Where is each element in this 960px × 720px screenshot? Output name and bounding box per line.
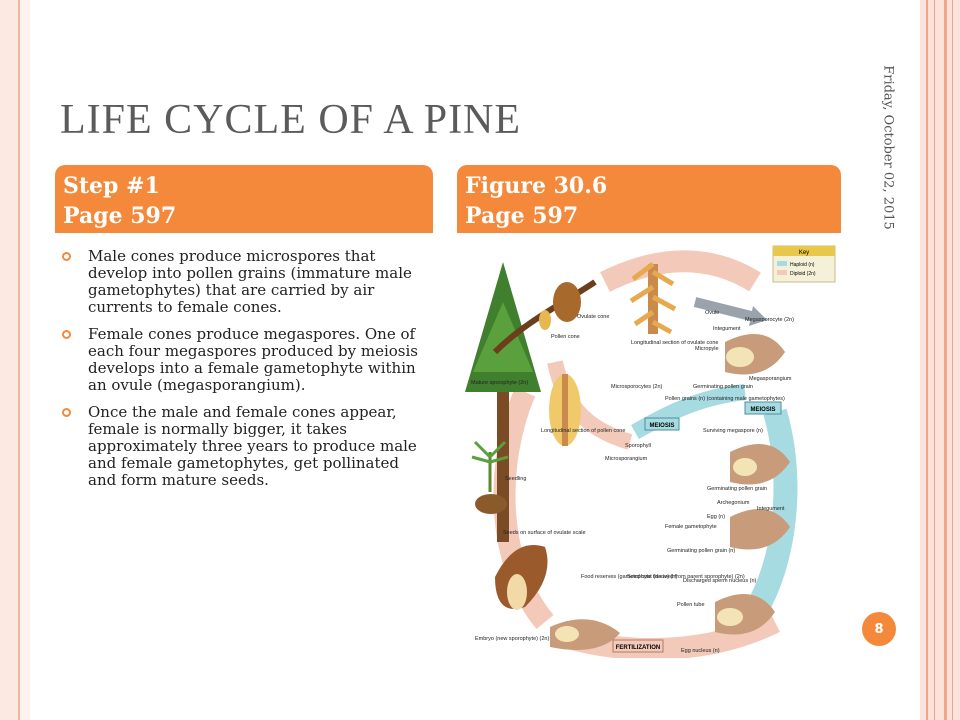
label-egg-nucleus: Egg nucleus (n) bbox=[681, 648, 720, 654]
label-mature-sporophyte: Mature sporophyte (2n) bbox=[471, 380, 528, 386]
right-border-line bbox=[952, 0, 953, 720]
bullet-item: Male cones produce microspores that deve… bbox=[60, 248, 430, 316]
label-discharged-sperm: Discharged sperm nucleus (n) bbox=[683, 578, 757, 584]
bullet-text: Female cones produce megaspores. One of … bbox=[88, 325, 418, 394]
svg-text:FERTILIZATION: FERTILIZATION bbox=[616, 645, 661, 651]
label-seeds-on-surface: Seeds on surface of ovulate scale bbox=[503, 530, 586, 536]
label-germinating-pollen-grain-n: Germinating pollen grain (n) bbox=[667, 548, 735, 554]
meiosis-box-1: MEIOSIS bbox=[644, 417, 680, 431]
slide-date: Friday, October 02, 2015 bbox=[880, 65, 896, 230]
right-border-line bbox=[944, 0, 947, 720]
pollen-cone-section bbox=[549, 374, 581, 446]
bullet-circle-icon bbox=[62, 330, 71, 339]
figure-tab: Figure 30.6 Page 597 bbox=[457, 165, 841, 233]
svg-text:MEIOSIS: MEIOSIS bbox=[649, 423, 674, 429]
seed-illustration bbox=[495, 545, 548, 610]
left-border-decoration bbox=[0, 0, 18, 720]
label-megasporocyte: Megasporocyte (2n) bbox=[745, 317, 794, 323]
right-border-line bbox=[926, 0, 928, 720]
label-pollen-tube: Pollen tube bbox=[677, 602, 705, 608]
slide-title: LIFE CYCLE OF A PINE bbox=[60, 97, 522, 143]
bullet-text: Once the male and female cones appear, f… bbox=[88, 403, 417, 489]
page-number-badge: 8 bbox=[862, 612, 896, 646]
ovulate-cone-section bbox=[629, 262, 677, 335]
ovulate-cone bbox=[553, 282, 581, 322]
meiosis-box-2: MEIOSIS bbox=[744, 401, 782, 415]
label-germinating-pollen-grain: Germinating pollen grain bbox=[693, 384, 753, 390]
cycle-arrow-top bbox=[600, 250, 761, 292]
bullet-circle-icon bbox=[62, 408, 71, 417]
label-ovulate-cone: Ovulate cone bbox=[577, 314, 609, 320]
bullet-list: Male cones produce microspores that deve… bbox=[60, 248, 430, 499]
step-tab: Step #1 Page 597 bbox=[55, 165, 433, 233]
bullet-circle-icon bbox=[62, 252, 71, 261]
bullet-item: Once the male and female cones appear, f… bbox=[60, 404, 430, 489]
label-surviving-megaspore: Surviving megaspore (n) bbox=[703, 428, 763, 434]
label-long-section-pollen: Longitudinal section of pollen cone bbox=[541, 428, 625, 434]
label-integument-2: Integument bbox=[757, 506, 785, 512]
label-pollen-cone: Pollen cone bbox=[551, 334, 580, 340]
arrow-ovule bbox=[693, 297, 757, 322]
ovule-cross-sections bbox=[550, 334, 790, 650]
label-ovule: Ovule bbox=[705, 310, 719, 316]
label-microsporangium: Microsporangium bbox=[605, 456, 648, 462]
label-integument: Integument bbox=[713, 326, 741, 332]
label-female-gametophyte: Female gametophyte bbox=[665, 524, 717, 530]
key-diploid: Diploid (2n) bbox=[790, 271, 816, 277]
label-egg: Egg (n) bbox=[707, 514, 725, 520]
key-title: Key bbox=[799, 250, 809, 256]
tree-trunk bbox=[497, 392, 509, 542]
bullet-item: Female cones produce megaspores. One of … bbox=[60, 326, 430, 394]
step-tab-line2: Page 597 bbox=[63, 203, 177, 229]
left-border-line bbox=[18, 0, 20, 720]
right-border-line bbox=[934, 0, 935, 720]
label-pollen-grains: Pollen grains (n) (containing male gamet… bbox=[665, 396, 785, 402]
fertilization-box: FERTILIZATION bbox=[612, 639, 664, 653]
pine-life-cycle-figure: Key Haploid (n) Diploid (2n) MEIOSIS MEI… bbox=[465, 245, 836, 658]
label-germinating-pollen-grain-2: Germinating pollen grain bbox=[707, 486, 767, 492]
seedling-illustration bbox=[471, 440, 509, 514]
label-long-section-ovulate: Longitudinal section of ovulate cone bbox=[631, 340, 718, 346]
figure-labels: Ovulate cone Pollen cone Mature sporophy… bbox=[471, 310, 794, 654]
label-archegonium: Archegonium bbox=[717, 500, 750, 506]
label-seed-coat: Seed coat (derived from parent sporophyt… bbox=[627, 574, 745, 580]
label-microsporocytes: Microsporocytes (2n) bbox=[611, 384, 663, 390]
figure-tab-line1: Figure 30.6 bbox=[465, 173, 608, 199]
label-embryo: Embryo (new sporophyte) (2n) bbox=[475, 636, 549, 642]
pollen-cone bbox=[539, 310, 551, 330]
left-border-inner bbox=[20, 0, 30, 720]
bullet-text: Male cones produce microspores that deve… bbox=[88, 247, 412, 316]
label-micropyle: Micropyle bbox=[695, 346, 719, 352]
svg-text:MEIOSIS: MEIOSIS bbox=[750, 407, 775, 413]
tree-canopy-highlight bbox=[473, 302, 533, 372]
label-sporophyll: Sporophyll bbox=[625, 443, 651, 449]
figure-key: Key Haploid (n) Diploid (2n) bbox=[772, 245, 836, 283]
label-food-reserves: Food reserves (gametophyte tissue) (n) bbox=[581, 574, 677, 580]
key-haploid: Haploid (n) bbox=[790, 262, 815, 268]
arrowhead bbox=[749, 306, 767, 326]
step-tab-line1: Step #1 bbox=[63, 173, 160, 199]
figure-tab-line2: Page 597 bbox=[465, 203, 579, 229]
label-megasporangium: Megasporangium bbox=[749, 376, 792, 382]
label-seedling: Seedling bbox=[505, 476, 526, 482]
